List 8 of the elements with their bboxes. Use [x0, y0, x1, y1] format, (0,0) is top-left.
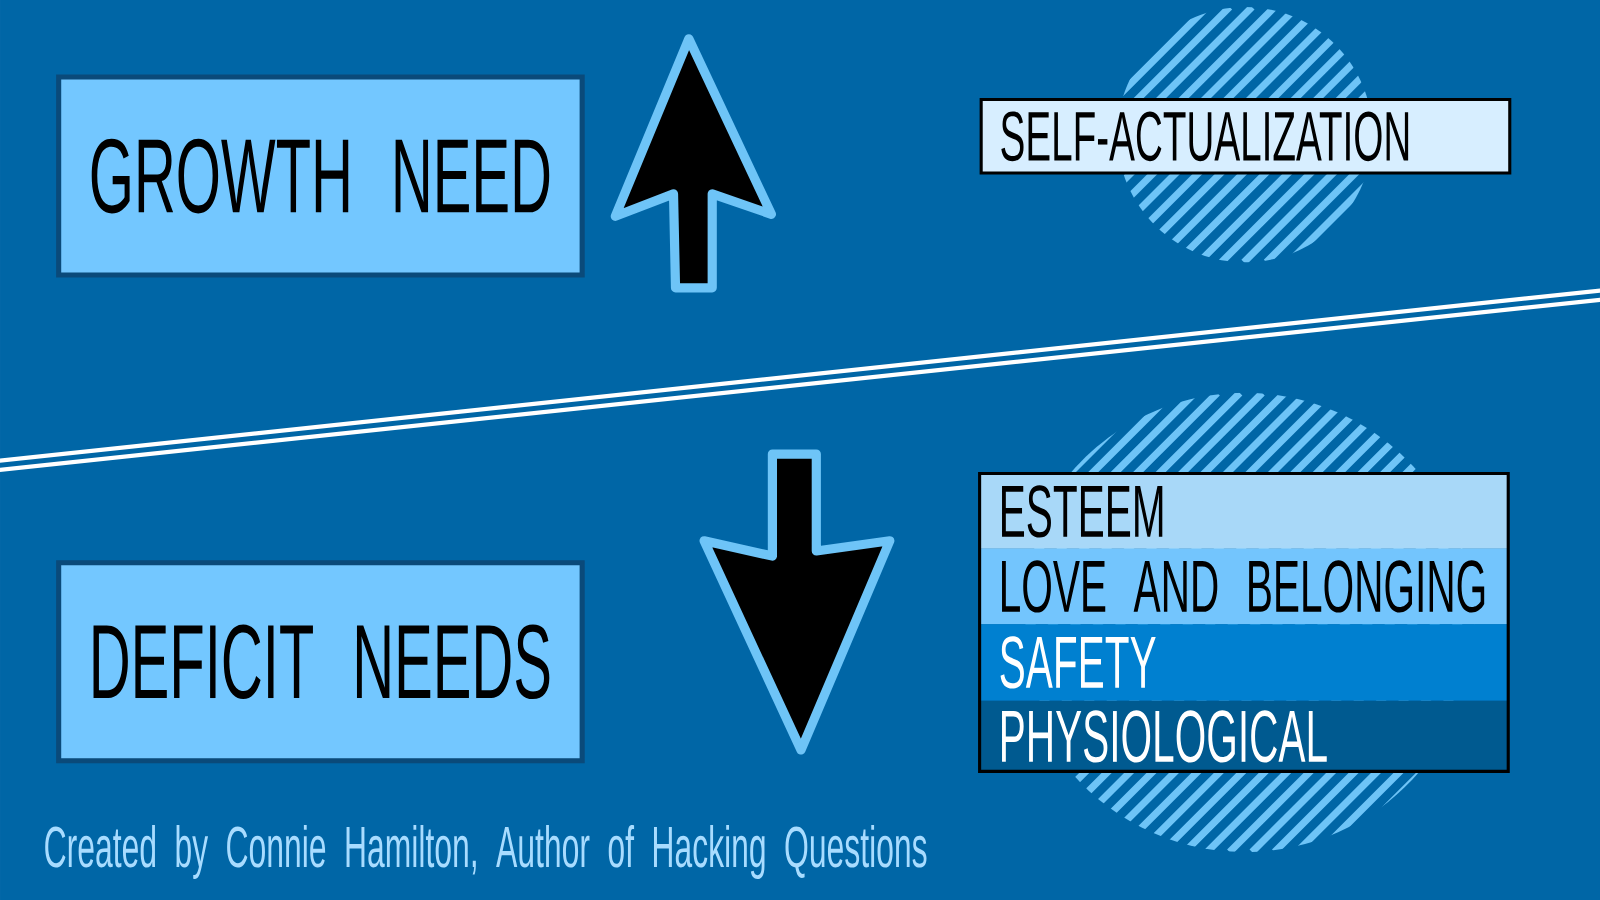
- level-band: PHYSIOLOGICAL: [980, 700, 1509, 773]
- level-band: SAFETY: [980, 624, 1509, 701]
- level-band: LOVE AND BELONGING: [980, 548, 1509, 625]
- label-box: SELF-ACTUALIZATION: [979, 98, 1512, 175]
- level-band: ESTEEM: [980, 474, 1509, 549]
- credit-text: Created by Connie Hamilton, Author of Hacking Questions: [45, 825, 927, 879]
- label-box: DEFICIT NEEDS: [56, 560, 585, 764]
- label-box: GROWTH NEED: [56, 74, 585, 278]
